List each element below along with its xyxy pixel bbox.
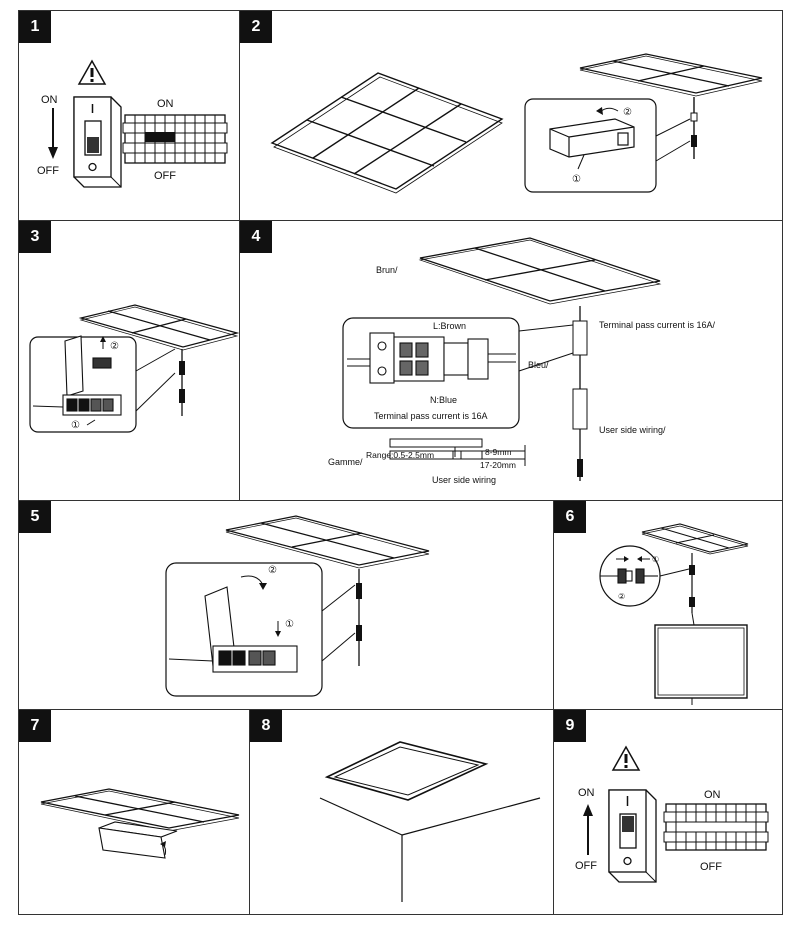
circuit-breaker	[663, 803, 769, 851]
insert-panel-illustration	[40, 788, 240, 859]
step-2-panel: 2 ② ①	[239, 10, 783, 221]
brun-label: Brun/	[376, 265, 398, 275]
marker-2: ②	[623, 107, 632, 118]
step-number: 8	[250, 710, 282, 742]
step-number: 6	[554, 501, 586, 533]
off-label: OFF	[37, 165, 59, 177]
recessed-panel	[324, 741, 489, 801]
terminal-block	[168, 586, 298, 673]
strip-length-2: 17-20mm	[480, 460, 516, 470]
marker-2: ②	[618, 592, 625, 601]
step-number: 2	[240, 11, 272, 43]
inserted-panel	[98, 821, 178, 859]
marker-2: ②	[268, 565, 277, 576]
step-number: 7	[19, 710, 51, 742]
range-label: Range:0.5-2.5mm	[366, 450, 434, 460]
close-driver-cover-illustration: ② ①	[165, 515, 430, 697]
step-number: 1	[19, 11, 51, 43]
step-number: 5	[19, 501, 51, 533]
step-8-panel: 8	[249, 709, 554, 915]
step-4-panel: 4 Brun/ Terminal pass current is 16A/ Bl…	[239, 220, 783, 501]
ceiling-outline	[319, 797, 541, 902]
terminal-current-right: Terminal pass current is 16A/	[599, 320, 716, 330]
user-side-right: User side wiring/	[599, 425, 666, 435]
terminal-block	[62, 335, 122, 416]
grid-panel	[270, 72, 504, 194]
step-number: 9	[554, 710, 586, 742]
strip-gauge	[389, 438, 526, 466]
step-number: 4	[240, 221, 272, 253]
small-panel	[225, 515, 430, 569]
strip-length-1: 8-9mm	[485, 447, 511, 457]
user-side-bottom: User side wiring	[432, 475, 496, 485]
marker-1: ①	[71, 420, 80, 431]
marker-2: ②	[110, 341, 119, 352]
wiring-illustration: Brun/ Terminal pass current is 16A/ Bleu…	[328, 237, 716, 485]
switch-off-illustration: ON OFF ON OFF	[37, 59, 228, 188]
breaker-on-label: ON	[157, 98, 174, 110]
square-panel	[654, 624, 748, 699]
ceiling-panel	[40, 788, 240, 832]
off-label: OFF	[575, 860, 597, 872]
step-5-panel: 5 ② ①	[18, 500, 554, 710]
breaker-off-label: OFF	[700, 861, 722, 873]
open-driver-cover-illustration: ② ①	[29, 304, 239, 433]
on-label: ON	[578, 787, 595, 799]
terminal-current-inner: Terminal pass current is 16A	[374, 411, 488, 421]
panel-driver-illustration: ② ①	[270, 53, 763, 194]
l-brown-label: L:Brown	[433, 321, 466, 331]
marker-1: ①	[572, 174, 581, 185]
detail-callout	[165, 562, 323, 697]
warning-icon	[77, 59, 107, 85]
connector-illustration: ① ②	[599, 523, 749, 705]
step-number: 3	[19, 221, 51, 253]
gamme-label: Gamme/	[328, 457, 363, 467]
circuit-breaker	[122, 114, 228, 164]
step-1-panel: 1 ON OFF	[18, 10, 240, 221]
step-3-panel: 3 ② ①	[18, 220, 240, 501]
large-panel	[418, 237, 662, 305]
installed-panel-illustration	[319, 741, 541, 902]
n-blue-label: N:Blue	[430, 395, 457, 405]
marker-1: ①	[652, 555, 659, 564]
wall-switch	[73, 96, 122, 188]
driver-box	[549, 118, 635, 158]
breaker-off-label: OFF	[154, 170, 176, 182]
marker-1: ①	[285, 619, 294, 630]
small-panel	[579, 53, 763, 97]
small-panel	[641, 523, 749, 555]
step-9-panel: 9 ON OFF ON	[553, 709, 783, 915]
wall-switch	[608, 789, 657, 883]
step-6-panel: 6 ① ②	[553, 500, 783, 710]
on-label: ON	[41, 94, 58, 106]
step-7-panel: 7	[18, 709, 250, 915]
warning-icon	[611, 745, 641, 771]
breaker-on-label: ON	[704, 789, 721, 801]
plug-connector	[600, 568, 658, 584]
terminal-connector	[347, 332, 516, 384]
small-panel	[78, 304, 239, 351]
switch-on-illustration: ON OFF ON OFF	[575, 745, 769, 883]
